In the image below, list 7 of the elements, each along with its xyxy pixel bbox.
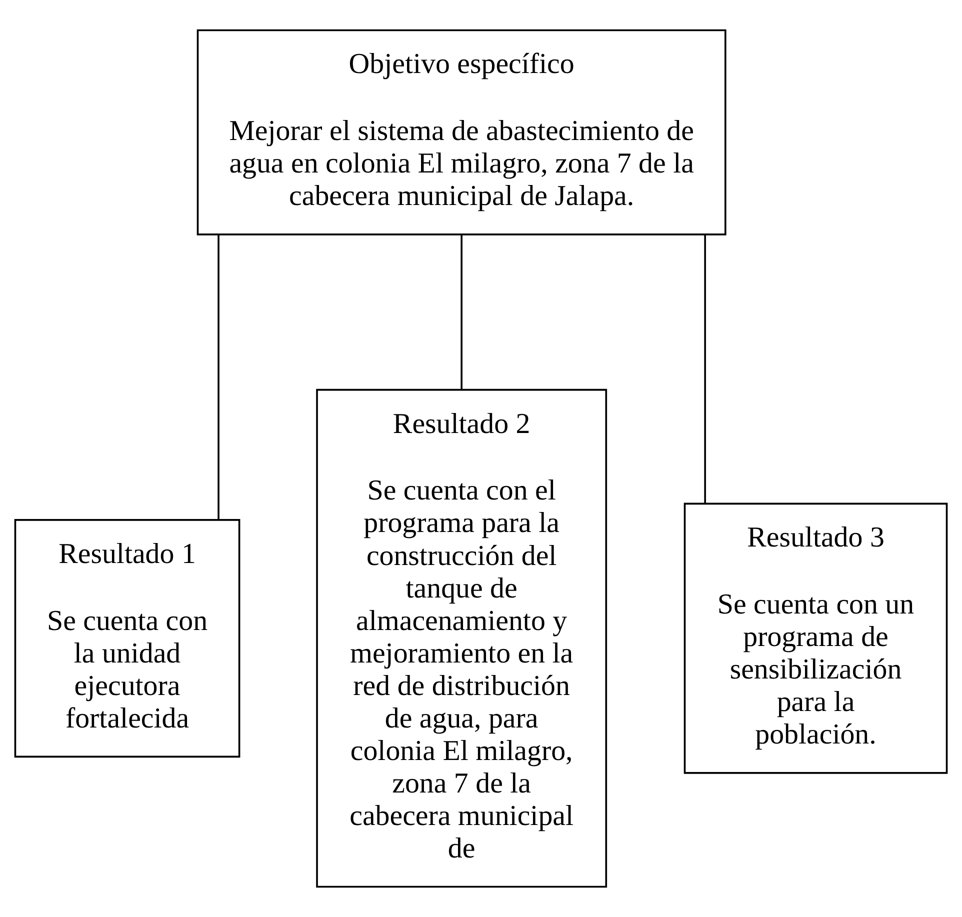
connector [704,234,706,504]
node-box: Resultado 1 Se cuenta con la unidad ejecutora fortalecida [14,519,240,758]
connector [460,234,462,390]
node-box: Resultado 2 Se cuenta con el programa para la construcción del tanque de almacenamiento y mejoramiento en la red de distribución de agua, para colonia El milagro, zona 7 de la cabecera municipal de [316,388,608,888]
node-box: Objetivo específico Mejorar el sistema de abastecimiento de agua en colonia El milagro, zona 7 de la cabecera municipal de Jalapa. [196,29,726,236]
node-box: Resultado 3 Se cuenta con un programa de sensibilización para la población. [684,502,948,774]
connector [218,234,220,520]
